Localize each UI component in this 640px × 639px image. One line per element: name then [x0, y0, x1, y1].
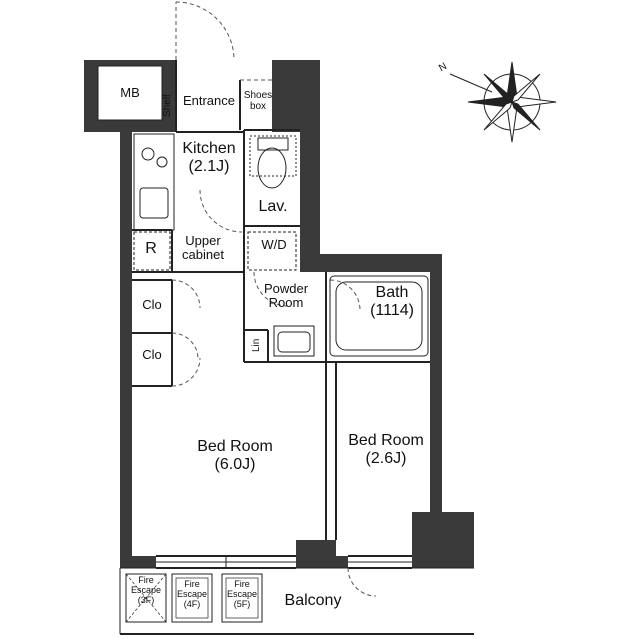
entrance-label: Entrance [182, 93, 236, 108]
shelf-label: Shelf [162, 94, 173, 118]
bedroom-small-label: Bed Room (2.6J) [348, 432, 424, 467]
door-swings [171, 1, 377, 597]
fire-escape-5f-label: Fire Escape (5F) [226, 579, 258, 609]
upper-cabinet-label: Upper cabinet [182, 233, 224, 263]
lav-label: Lav. [258, 198, 288, 215]
closet-label-1: Clo [142, 297, 162, 312]
lin-label: Lin [251, 338, 262, 352]
r-label: R [145, 240, 157, 257]
bath-label: Bath (1114) [370, 284, 414, 319]
mb-label: MB [120, 85, 140, 100]
shoes-box-label: Shoes box [243, 90, 273, 112]
balcony-area [119, 567, 474, 635]
fire-escape-4f-label: Fire Escape (4F) [176, 579, 208, 609]
balcony-label: Balcony [284, 592, 342, 609]
compass-icon [449, 61, 557, 143]
powder-room-label: Powder Room [263, 281, 309, 311]
closet-label-2: Clo [142, 347, 162, 362]
bedroom-main-label: Bed Room (6.0J) [197, 438, 273, 473]
kitchen-fixtures [133, 133, 429, 357]
kitchen-label: Kitchen (2.1J) [182, 140, 236, 175]
fire-escape-3f-label: Fire Escape (3F) [130, 575, 162, 605]
wd-label: W/D [261, 237, 287, 252]
